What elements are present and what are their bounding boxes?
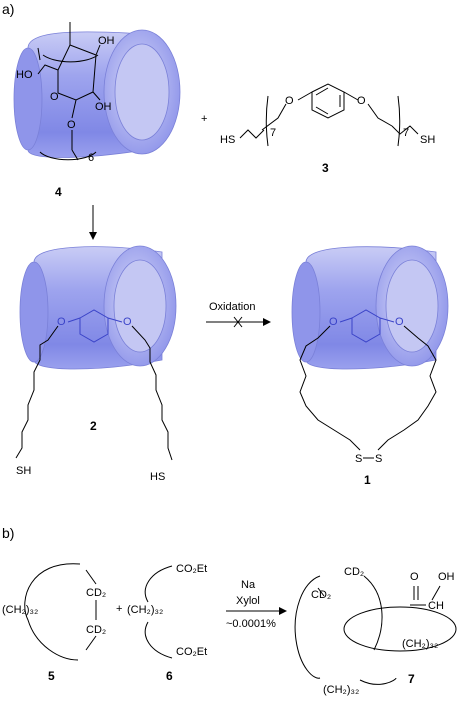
- sh-label: HS: [150, 471, 165, 483]
- reagent-label: Na: [241, 579, 256, 591]
- oh-label: OH: [98, 35, 115, 47]
- macrocycle-structure-1: [299, 309, 437, 451]
- plus-sign: +: [116, 603, 122, 615]
- ring-oxygen-label: O: [67, 119, 76, 131]
- carbonyl-oxygen-label: O: [410, 571, 419, 583]
- oh-label: OH: [95, 101, 112, 113]
- cyclodextrin-cylinder-4: [13, 29, 181, 158]
- macrocycle-structure-5: [24, 563, 97, 661]
- ch-label: CH: [428, 600, 444, 612]
- ether-oxygen-label: O: [357, 95, 366, 107]
- cd2-label: CD₂: [86, 624, 106, 636]
- sulfur-label: S: [355, 453, 362, 465]
- cd2-label: CD₂: [344, 566, 364, 578]
- chain-repeat-label: 7: [270, 127, 276, 139]
- chain-label: (CH₂)₃₂: [127, 604, 163, 616]
- plus-sign: +: [201, 113, 207, 125]
- ether-oxygen-label: O: [123, 316, 132, 328]
- ester-label: CO₂Et: [176, 563, 207, 575]
- repeat-count-label: 6: [88, 152, 94, 164]
- panel-b-label: b): [2, 525, 14, 541]
- oh-label: OH: [438, 571, 455, 583]
- sulfur-label: S: [375, 453, 382, 465]
- compound-number-5: 5: [48, 669, 55, 683]
- solvent-label: Xylol: [236, 595, 260, 607]
- compound-number-1: 1: [364, 473, 371, 487]
- axle-structure-2: [15, 309, 173, 461]
- ether-oxygen-label: O: [285, 95, 294, 107]
- cd2-label: CD₂: [86, 587, 106, 599]
- chain-label: (CH₂)₃₂: [323, 684, 359, 696]
- compound-number-7: 7: [408, 672, 415, 686]
- cyclodextrin-cylinder-2: [19, 245, 177, 370]
- ether-oxygen-label: O: [57, 316, 66, 328]
- compound-number-2: 2: [90, 419, 97, 433]
- axle-structure-3: [239, 83, 419, 147]
- chain-label: (CH₂)₃₂: [402, 638, 438, 650]
- compound-number-6: 6: [166, 669, 173, 683]
- glucose-unit-structure: [37, 22, 101, 161]
- diester-structure-6: [144, 565, 173, 659]
- arrow-label: Oxidation: [209, 301, 255, 313]
- cyclodextrin-cylinder-1: [291, 245, 449, 370]
- ether-oxygen-label: O: [395, 316, 404, 328]
- panel-a-label: a): [2, 1, 14, 17]
- sh-label: SH: [420, 134, 435, 146]
- catenane-structure-7: [294, 575, 457, 685]
- ester-label: CO₂Et: [176, 646, 207, 658]
- arrow-cross-mark: [233, 316, 243, 328]
- sh-label: SH: [16, 465, 31, 477]
- yield-label: ~0.0001%: [226, 618, 276, 630]
- sh-label: HS: [220, 134, 235, 146]
- oh-label: HO: [16, 69, 33, 81]
- ether-oxygen-label: O: [329, 316, 338, 328]
- compound-number-3: 3: [322, 161, 329, 175]
- chain-repeat-label: 7: [403, 127, 409, 139]
- chain-label: (CH₂)₃₂: [2, 604, 38, 616]
- compound-number-4: 4: [55, 185, 62, 199]
- ring-oxygen-label: O: [50, 91, 59, 103]
- cd2-label: CD₂: [311, 589, 331, 601]
